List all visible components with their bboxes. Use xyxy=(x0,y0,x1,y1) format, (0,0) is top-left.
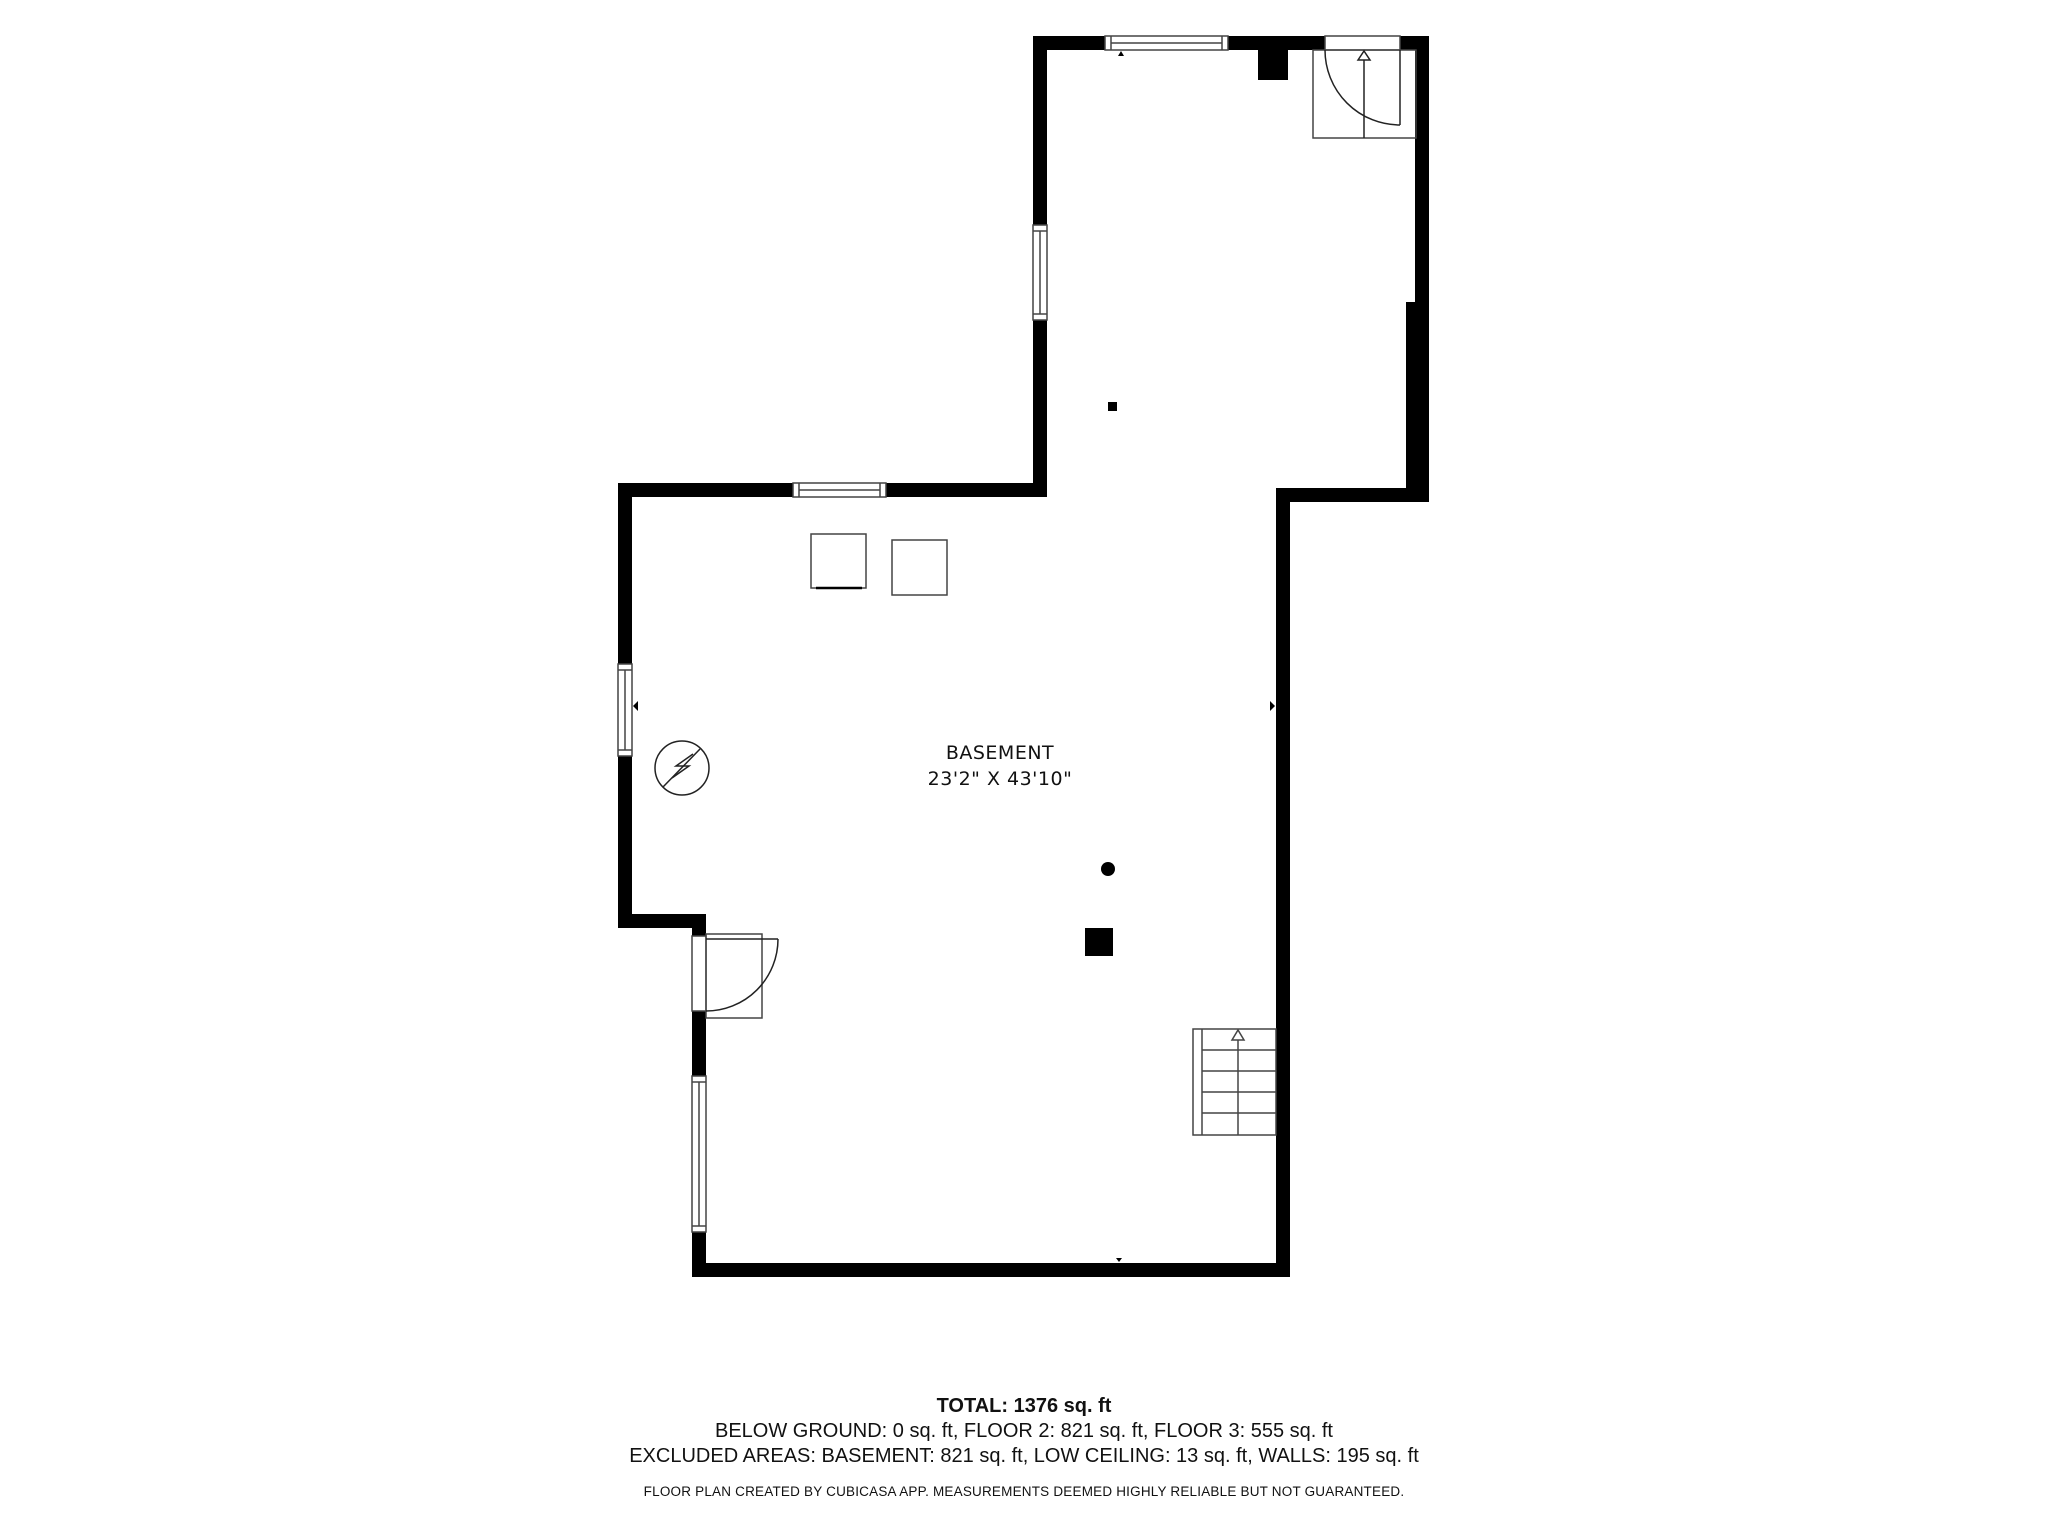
disclaimer: FLOOR PLAN CREATED BY CUBICASA APP. MEAS… xyxy=(643,1484,1405,1499)
window-north-upper xyxy=(1104,35,1229,51)
support-column-round xyxy=(1101,862,1115,876)
electrical-panel-icon xyxy=(654,740,710,796)
washer xyxy=(810,533,867,590)
room-name: BASEMENT xyxy=(945,742,1055,764)
total-area: TOTAL: 1376 sq. ft xyxy=(936,1395,1112,1417)
support-post-small xyxy=(1108,402,1117,411)
support-post-square xyxy=(1085,928,1113,956)
room-dimensions: 23'2" X 43'10" xyxy=(927,768,1073,790)
stairs-up-icon xyxy=(1192,1028,1277,1136)
room-label: BASEMENT 23'2" X 43'10" xyxy=(850,740,1150,792)
door-north-east xyxy=(1312,35,1417,139)
wall-markers xyxy=(633,51,1275,1262)
floor-areas-line: BELOW GROUND: 0 sq. ft, FLOOR 2: 821 sq.… xyxy=(715,1420,1333,1442)
window-west-upper xyxy=(1032,224,1048,321)
windows xyxy=(617,35,1229,1233)
excluded-areas-line: EXCLUDED AREAS: BASEMENT: 821 sq. ft, LO… xyxy=(629,1445,1419,1467)
window-north-lower xyxy=(792,482,887,498)
dryer xyxy=(891,539,948,596)
window-west-lower xyxy=(617,663,633,757)
appliances xyxy=(810,533,948,596)
door-west xyxy=(691,933,779,1019)
walls xyxy=(618,36,1429,1277)
window-west-south xyxy=(691,1075,707,1233)
